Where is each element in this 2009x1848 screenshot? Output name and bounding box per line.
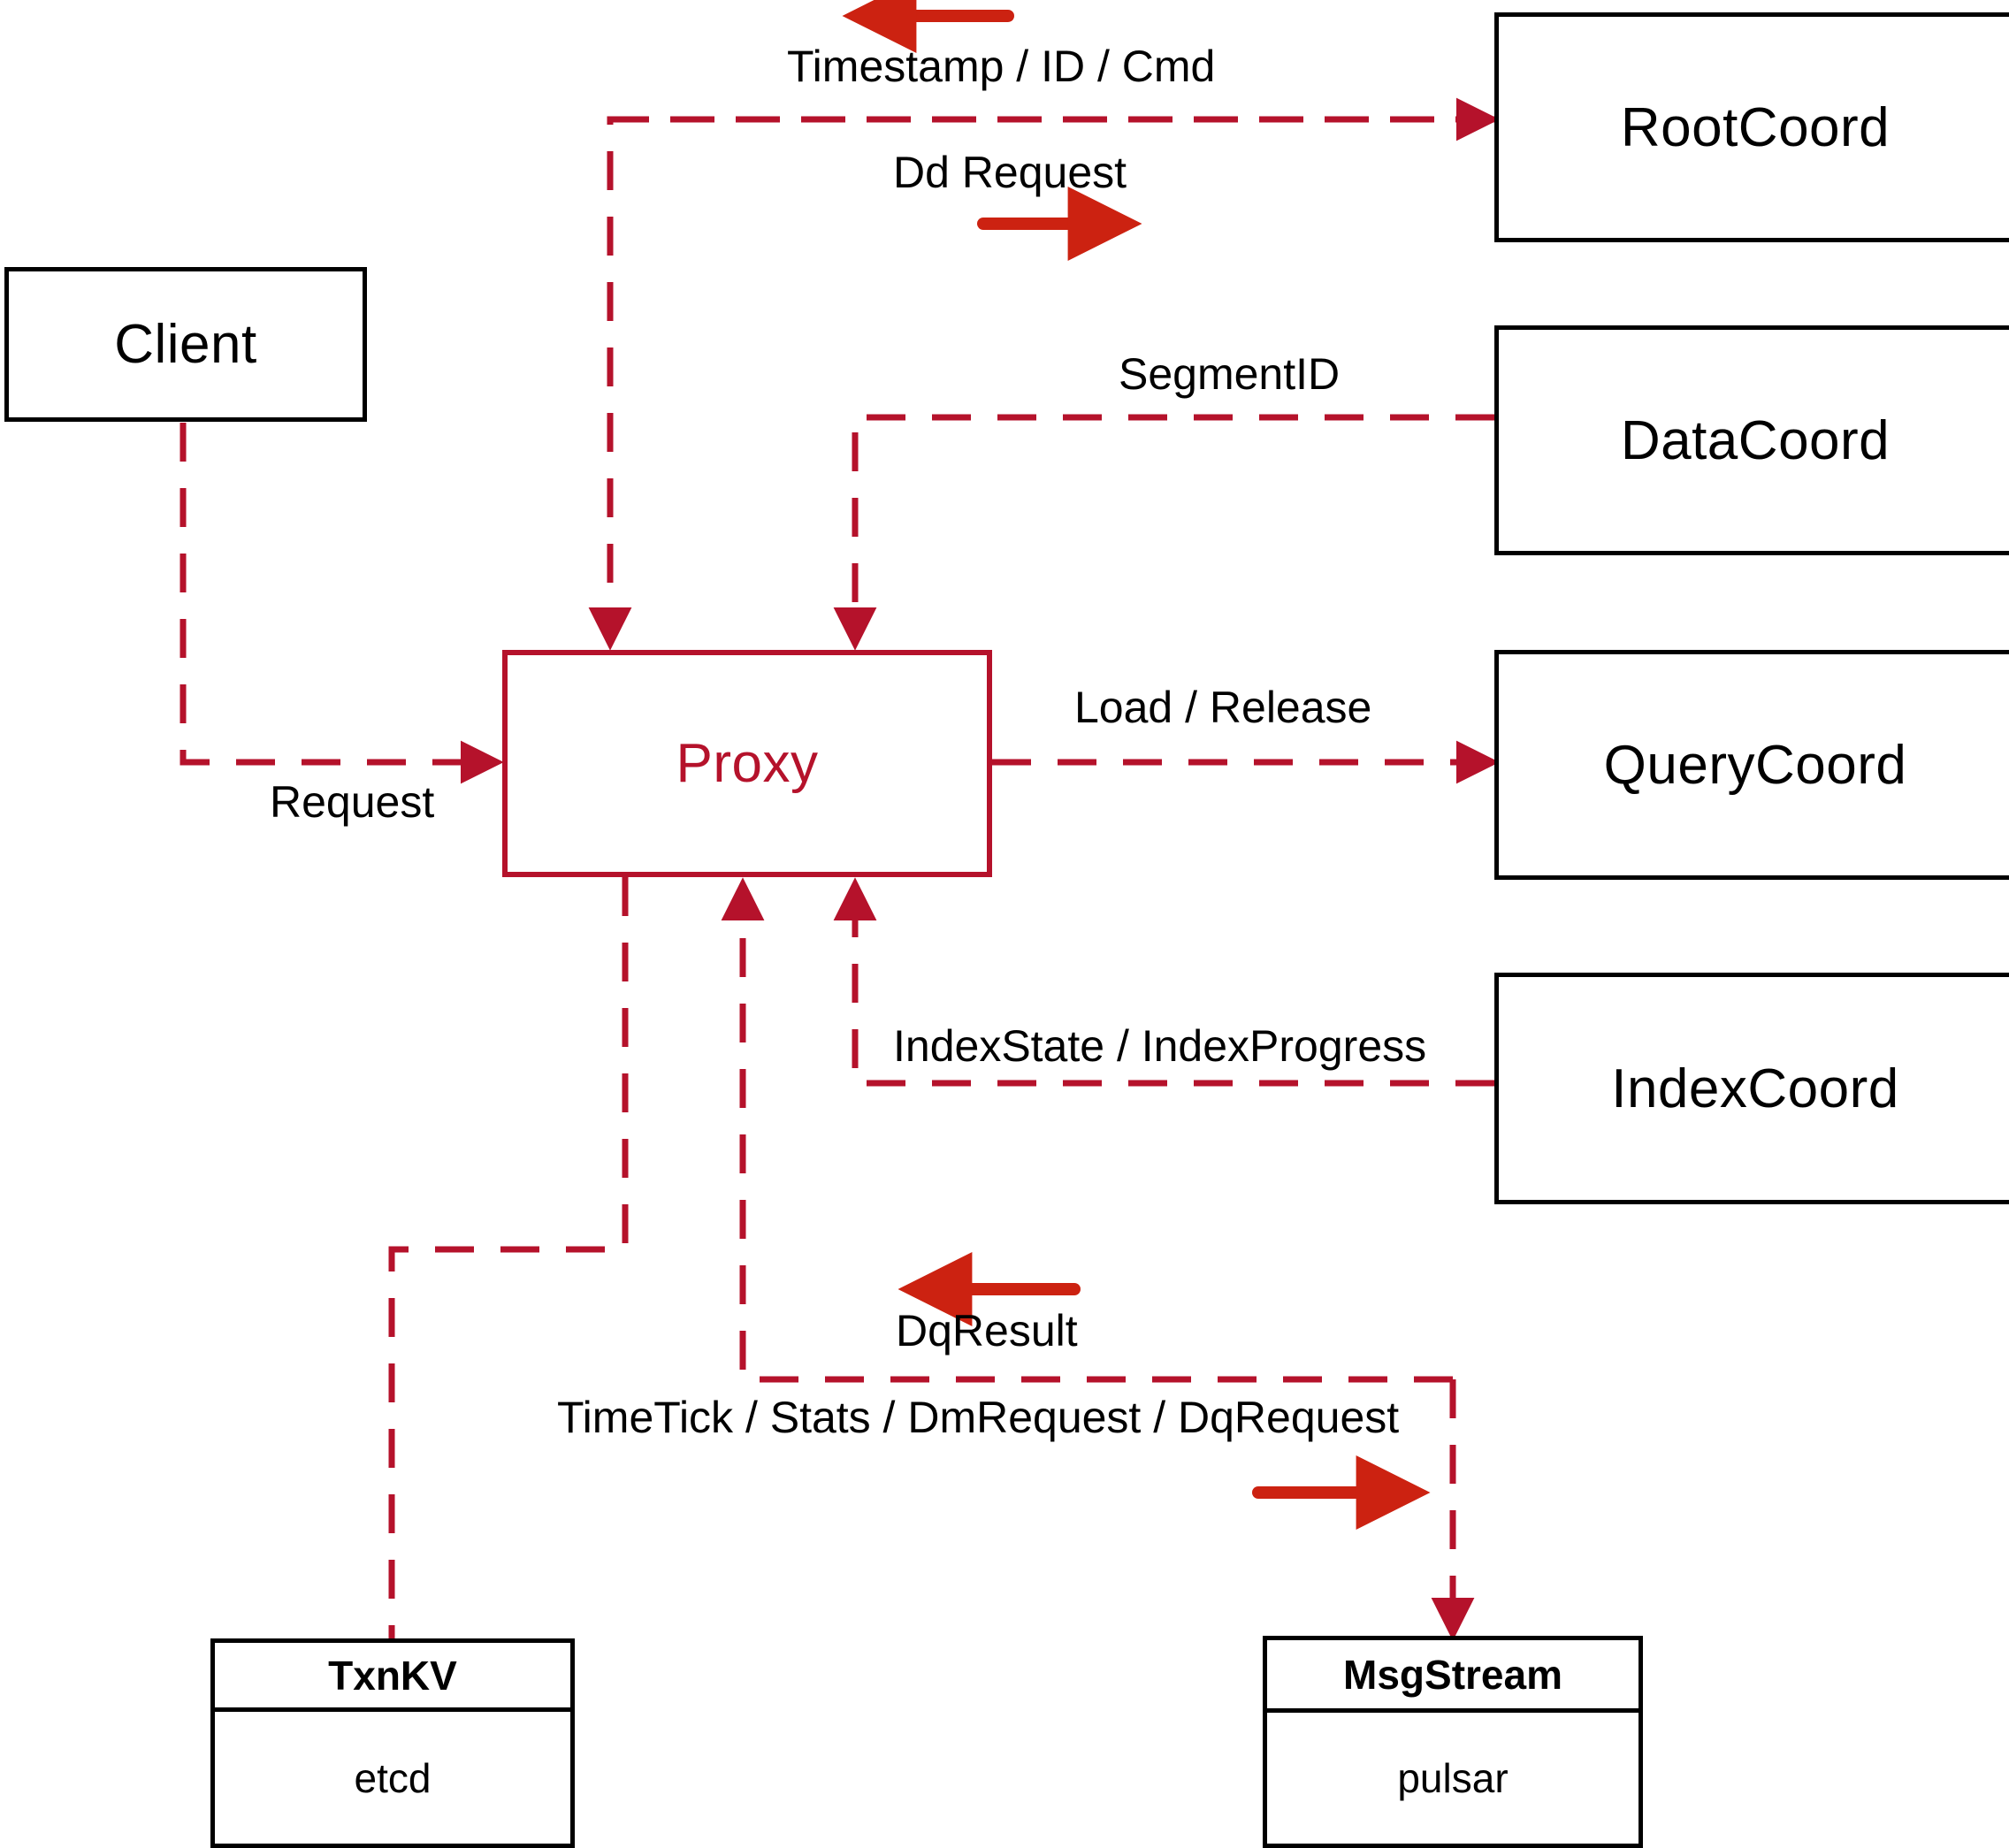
node-msgstream-header: MsgStream <box>1267 1640 1639 1713</box>
node-rootcoord-label: RootCoord <box>1620 96 1891 158</box>
node-msgstream-body: pulsar <box>1267 1713 1639 1844</box>
node-rootcoord[interactable]: RootCoord <box>1494 12 2009 242</box>
node-msgstream-title: MsgStream <box>1343 1651 1562 1698</box>
edge-indexcoord-to-proxy <box>833 877 1494 1087</box>
edge-label-dq-result: DqResult <box>896 1306 1078 1355</box>
node-datacoord-label: DataCoord <box>1620 409 1891 471</box>
edge-label-load-release: Load / Release <box>1074 683 1372 732</box>
edge-label-request: Request <box>270 777 435 827</box>
node-client-label: Client <box>114 314 257 375</box>
node-msgstream-impl: pulsar <box>1397 1755 1509 1801</box>
node-txnkv-impl: etcd <box>354 1754 432 1801</box>
edge-label-timestamp-id-cmd: Timestamp / ID / Cmd <box>787 42 1216 91</box>
node-txnkv-title: TxnKV <box>328 1652 457 1699</box>
edge-label-index-state: IndexState / IndexProgress <box>893 1021 1427 1071</box>
edge-label-timetick-stats: TimeTick / Stats / DmRequest / DqRequest <box>557 1393 1400 1442</box>
node-querycoord[interactable]: QueryCoord <box>1494 650 2009 880</box>
node-txnkv[interactable]: TxnKV etcd <box>210 1638 575 1848</box>
node-proxy-label: Proxy <box>676 733 819 794</box>
edge-datacoord-to-proxy <box>833 414 1494 651</box>
node-msgstream[interactable]: MsgStream pulsar <box>1263 1636 1643 1848</box>
node-txnkv-body: etcd <box>215 1712 570 1844</box>
node-client[interactable]: Client <box>4 267 367 422</box>
node-indexcoord[interactable]: IndexCoord <box>1494 973 2009 1204</box>
edge-label-segment-id: SegmentID <box>1119 349 1341 399</box>
edge-proxy-to-txnkv <box>388 877 629 1638</box>
node-indexcoord-label: IndexCoord <box>1611 1058 1899 1119</box>
node-proxy[interactable]: Proxy <box>502 650 992 877</box>
node-txnkv-header: TxnKV <box>215 1643 570 1712</box>
edge-label-dd-request: Dd Request <box>893 148 1127 197</box>
node-datacoord[interactable]: DataCoord <box>1494 325 2009 555</box>
edge-client-to-proxy <box>180 423 504 784</box>
node-querycoord-label: QueryCoord <box>1603 734 1907 796</box>
